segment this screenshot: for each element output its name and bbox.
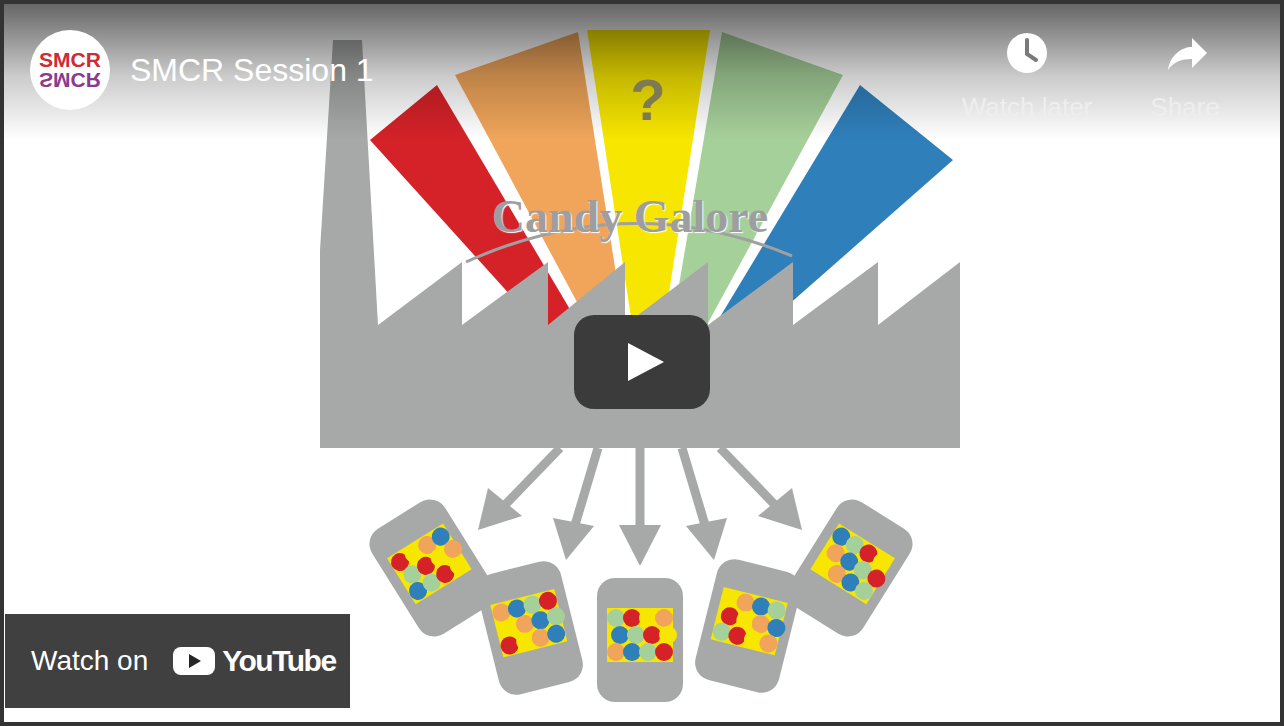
youtube-icon <box>172 645 216 677</box>
brand-name: Candy Galore <box>492 190 768 243</box>
video-title: SMCR Session 1 <box>130 52 374 89</box>
action-label: Share <box>1150 92 1219 123</box>
logo-text: SMCR <box>39 50 101 70</box>
button-label: Watch on <box>31 645 148 677</box>
action-label: Watch later <box>962 92 1093 123</box>
top-shade <box>0 0 1284 140</box>
output-arrows <box>478 448 802 566</box>
clock-icon <box>1007 33 1047 73</box>
play-button <box>574 315 710 409</box>
watch-on-button: Watch on YouTube <box>5 614 350 708</box>
brand-wordmark: YouTube <box>222 644 335 678</box>
channel-logo: SMCRSMCR <box>30 30 110 110</box>
share-icon <box>1168 38 1207 70</box>
candy-jars <box>363 493 920 702</box>
logo-text: SMCR <box>39 70 101 90</box>
question-mark: ? <box>630 66 665 133</box>
